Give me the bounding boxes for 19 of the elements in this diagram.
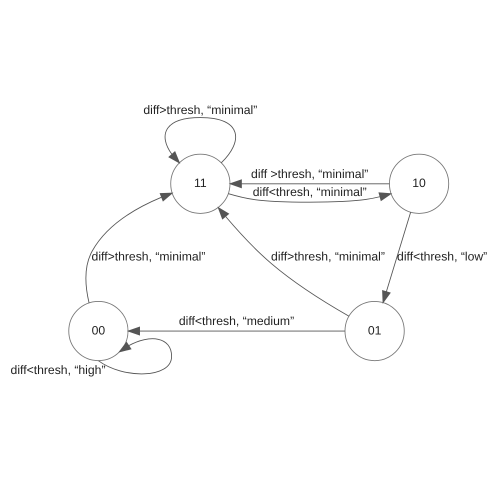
edge-label: diff<thresh, “minimal” — [252, 184, 367, 199]
node-circle: 11 — [170, 153, 230, 214]
edge-label: diff>thresh, “minimal” — [92, 249, 206, 264]
node-circle: 01 — [344, 300, 405, 361]
arrow — [164, 116, 236, 164]
arrow — [228, 178, 390, 188]
node-circle: 10 — [389, 153, 450, 214]
edge-label: diff<thresh, “low” — [397, 249, 488, 264]
edge-label: diff<thresh, “high” — [10, 362, 106, 377]
arrow — [217, 206, 350, 316]
arrow — [228, 192, 392, 202]
arrow — [126, 326, 346, 336]
arrow — [382, 211, 412, 304]
edge-label: diff<thresh, “medium” — [178, 314, 294, 328]
edge-label: diff>thresh, “minimal” — [271, 249, 385, 264]
arrow — [86, 192, 174, 303]
edge-label: diff >thresh, “minimal” — [251, 166, 368, 180]
node-circle: 00 — [68, 300, 128, 361]
edge-label: diff>thresh, “minimal” — [143, 102, 258, 117]
